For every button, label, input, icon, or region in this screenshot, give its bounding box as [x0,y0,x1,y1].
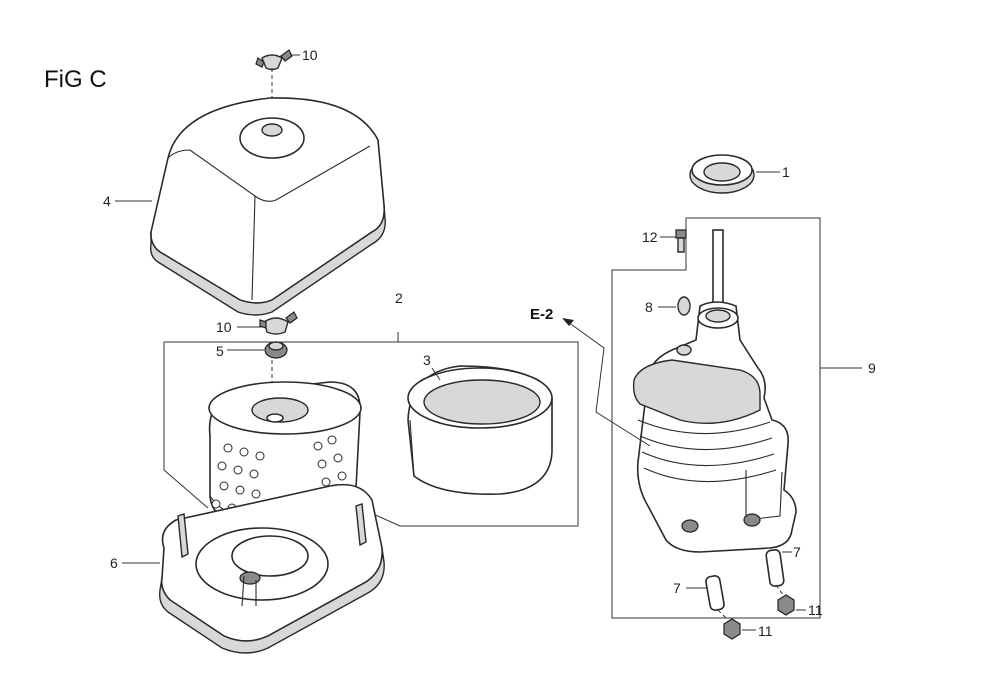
callout-4: 4 [103,193,111,209]
seal-ring [689,154,755,194]
sleeve-left [705,575,725,611]
nut-right [777,594,795,616]
callout-2: 2 [395,290,403,306]
figure-title: FiG C [44,66,107,93]
callout-1: 1 [782,164,790,180]
reference-label: E-2 [530,306,553,323]
callout-3: 3 [423,352,431,368]
air-cleaner-cover [149,97,386,316]
callout-8: 8 [645,299,653,315]
callout-10-mid: 10 [216,319,232,335]
callout-11-bottom: 11 [758,623,773,639]
callout-7-left: 7 [673,580,681,596]
filter-element-outer [208,381,362,524]
wing-nut-top [255,49,293,71]
callout-5: 5 [216,343,224,359]
callout-9: 9 [868,360,876,376]
air-cleaner-base [158,483,385,654]
callout-10-top: 10 [302,47,318,63]
callout-12: 12 [642,229,658,245]
nut-bottom [723,618,741,640]
sleeve-right [765,549,785,587]
wing-nut-mid [259,311,298,335]
intake-housing [632,301,797,553]
bolt [675,229,687,253]
grommet [264,341,288,359]
plug [677,296,691,316]
callout-11-right: 11 [808,602,823,618]
foam-element [407,365,553,495]
reference-arrow [567,321,651,447]
group-bracket-9 [611,217,821,619]
callout-6: 6 [110,555,118,571]
callout-7-right: 7 [793,544,801,560]
group-bracket-2 [163,342,209,509]
intake-tube [712,229,724,305]
